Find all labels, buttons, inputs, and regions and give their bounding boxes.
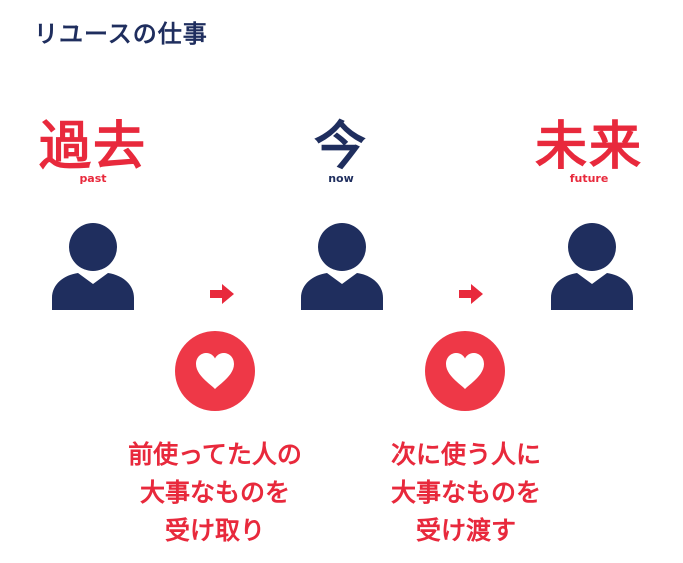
caption-receive-line: 受け取り (164, 516, 265, 545)
caption-receive: 前使ってた人の 大事なものを 受け取り (95, 436, 335, 550)
era-now-en: now (328, 172, 354, 185)
era-future: 未来 future (509, 118, 669, 185)
person-icon (50, 220, 136, 312)
caption-handover-line: 次に使う人に (390, 440, 541, 469)
caption-handover: 次に使う人に 大事なものを 受け渡す (346, 436, 586, 550)
era-future-en: future (569, 172, 609, 185)
caption-handover-line: 大事なものを (390, 478, 541, 507)
heart-icon (446, 353, 484, 389)
arrow-right-icon (210, 284, 236, 304)
era-past-kanji: 過去 (38, 117, 147, 177)
era-now: 今 now (261, 118, 421, 185)
page-title: リユースの仕事 (34, 20, 208, 48)
caption-receive-line: 前使ってた人の (128, 440, 302, 469)
era-past: 過去 past (13, 118, 173, 185)
caption-receive-line: 大事なものを (139, 478, 290, 507)
era-now-kanji: 今 (313, 117, 368, 177)
person-icon (549, 220, 635, 312)
person-icon (299, 220, 385, 312)
era-future-kanji: 未来 (534, 117, 643, 177)
arrow-right-icon (459, 284, 485, 304)
heart-badge (425, 331, 505, 411)
era-past-en: past (79, 172, 107, 185)
heart-badge (175, 331, 255, 411)
caption-handover-line: 受け渡す (415, 516, 516, 545)
heart-icon (196, 353, 234, 389)
